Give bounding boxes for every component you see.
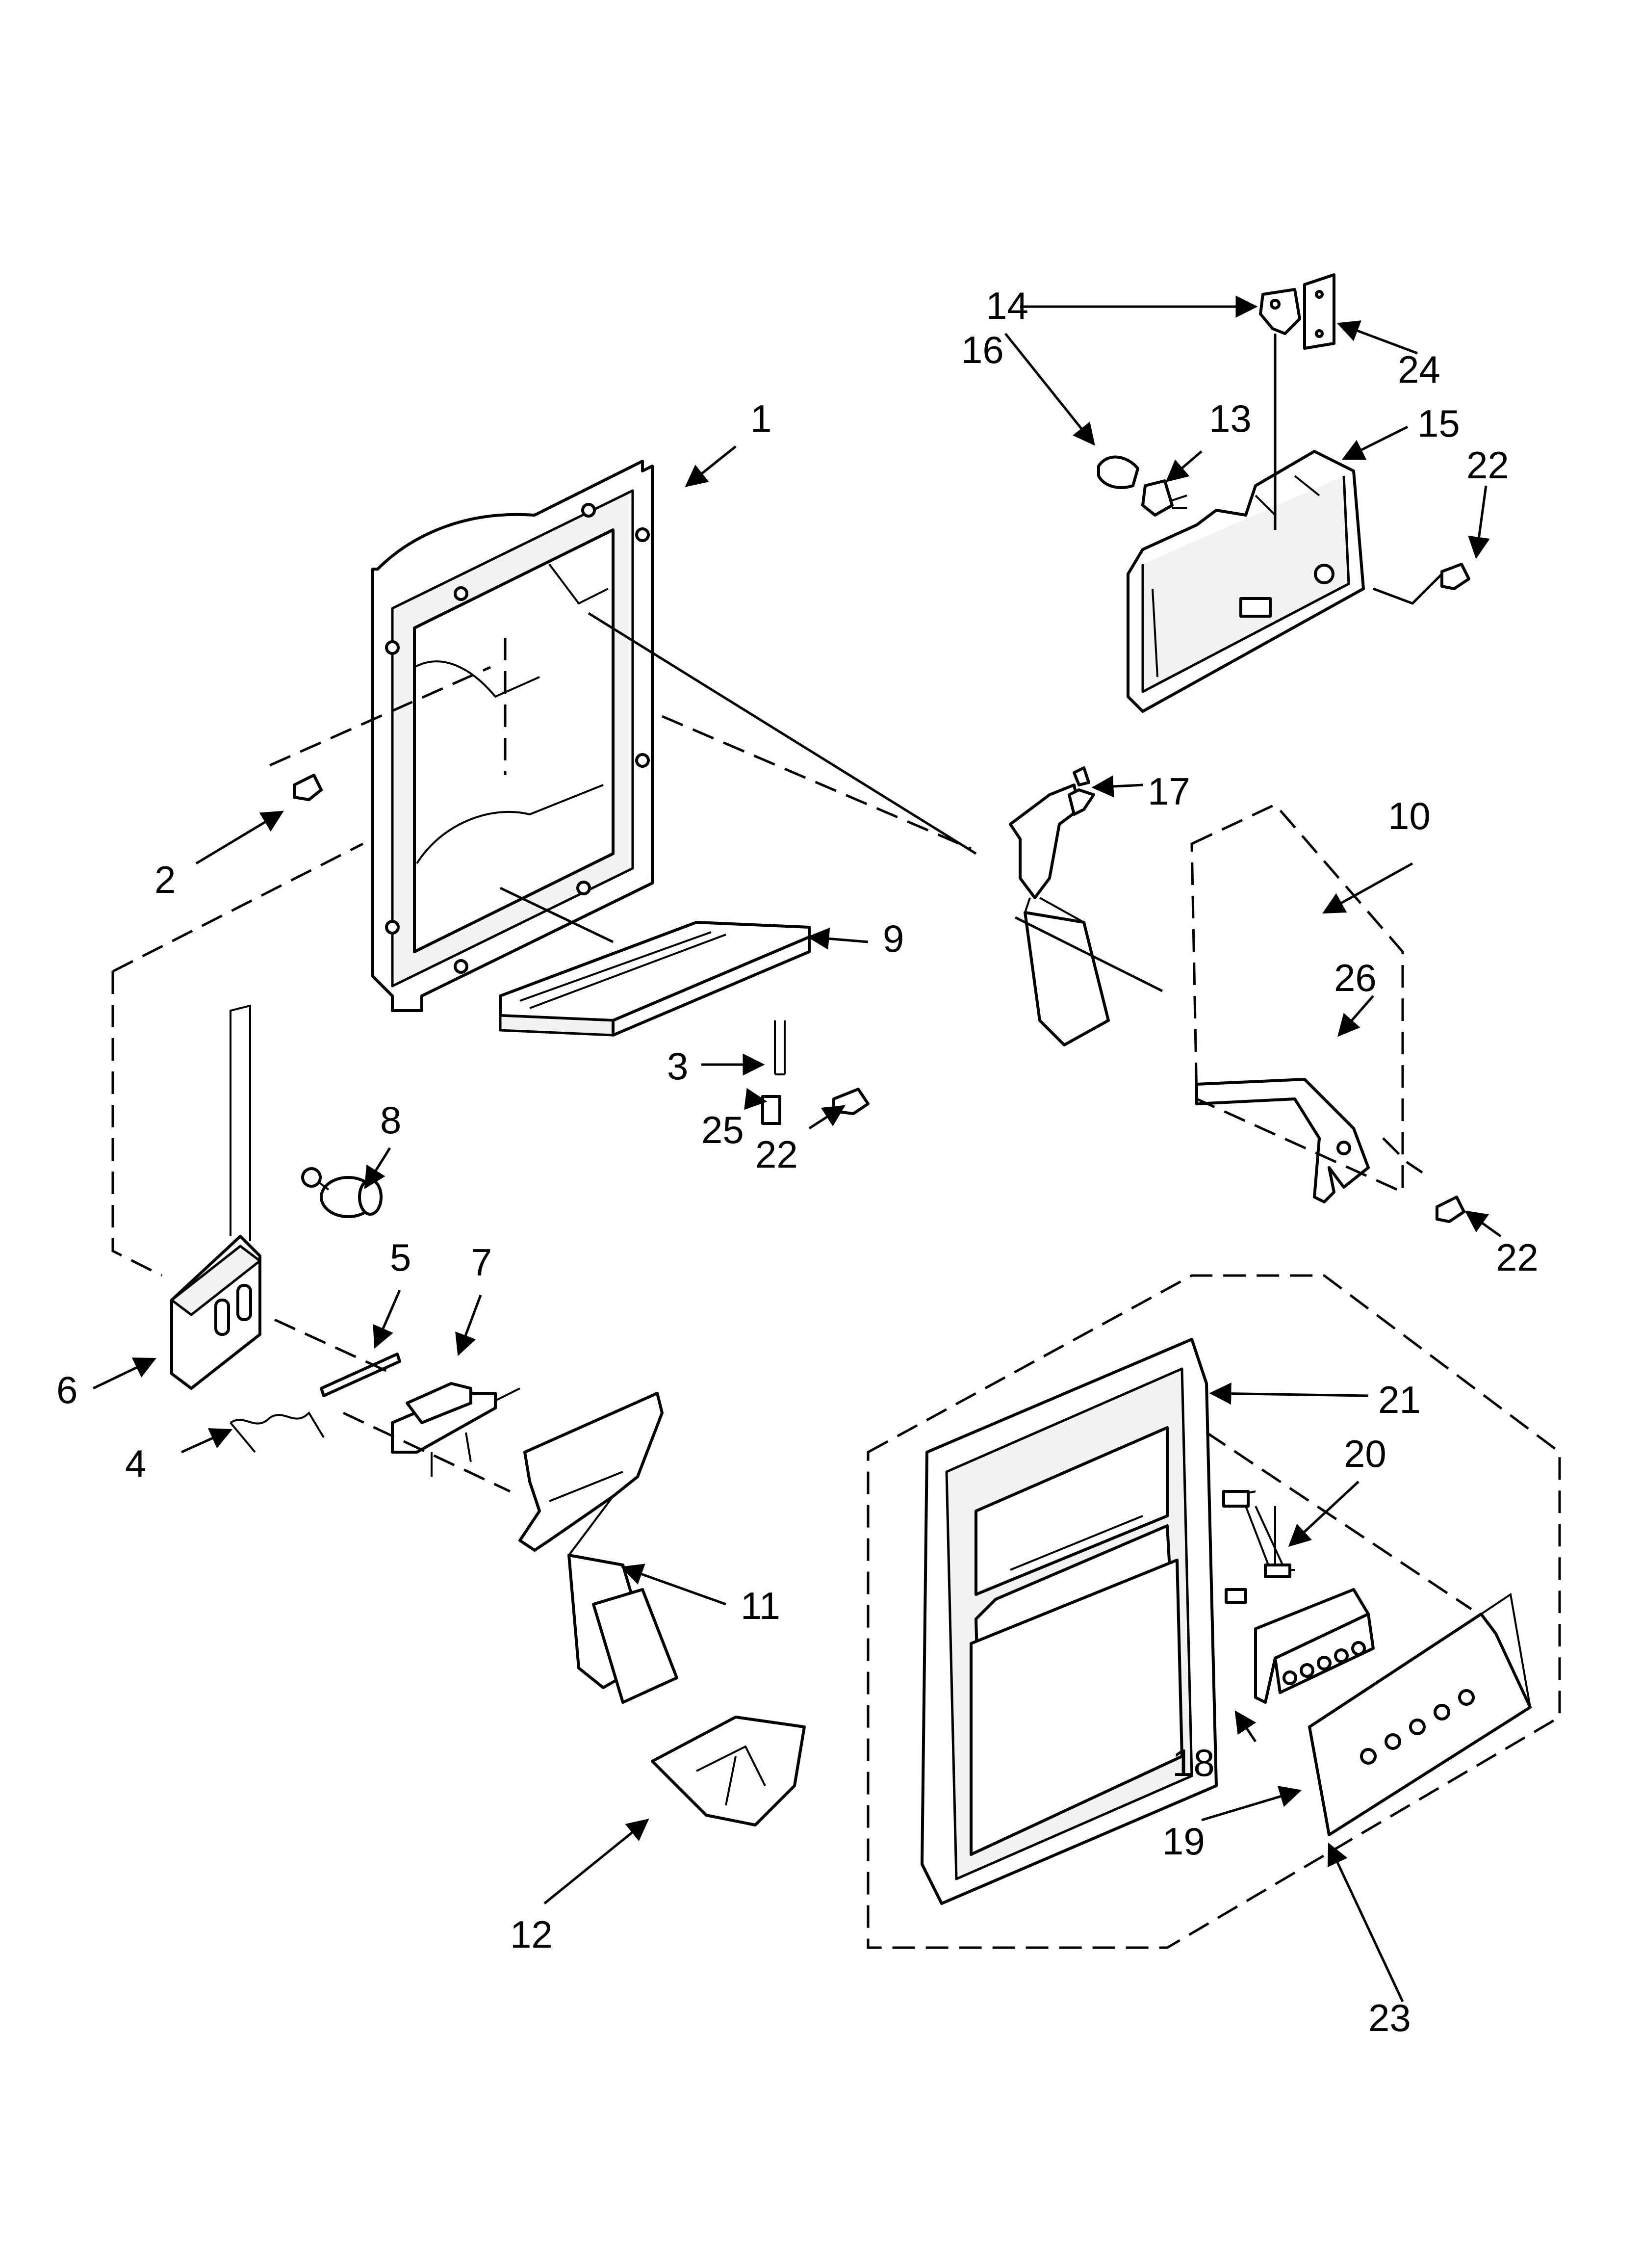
- clip-part: [774, 1020, 786, 1075]
- alignment-line: [274, 1318, 511, 1493]
- clip-insulator-part: [761, 1095, 781, 1125]
- callout-23: 23: [1368, 1996, 1411, 2039]
- callout-7: 7: [471, 1241, 492, 1284]
- screw-part-right: [1436, 1196, 1465, 1223]
- callout-24: 24: [1398, 348, 1440, 391]
- callout-5: 5: [390, 1236, 411, 1279]
- alignment-line: [269, 638, 507, 775]
- ice-guide-part: [651, 1716, 806, 1826]
- alignment-line: [1382, 1137, 1423, 1174]
- callout-22-tray: 22: [755, 1133, 798, 1176]
- solenoid-part: [301, 1167, 383, 1218]
- water-actuator-part: [518, 1392, 678, 1704]
- drip-tray-part: [499, 921, 811, 1037]
- callout-1: 1: [750, 397, 771, 440]
- callout-14: 14: [986, 284, 1028, 327]
- chute-lever-part: [1195, 1078, 1370, 1203]
- callout-6: 6: [56, 1368, 77, 1411]
- alignment-line: [662, 715, 972, 850]
- lamp-bulb-part: [1097, 455, 1139, 489]
- screw-part-left: [293, 774, 323, 801]
- screw-part-top: [1440, 563, 1470, 590]
- lamp-socket-part: [1141, 479, 1187, 517]
- callout-15: 15: [1417, 402, 1460, 445]
- callout-8: 8: [380, 1098, 401, 1142]
- callout-17: 17: [1148, 770, 1190, 813]
- callout-19: 19: [1162, 1820, 1205, 1863]
- callout-3: 3: [667, 1044, 688, 1088]
- hinge-assembly-part: [391, 1382, 520, 1477]
- callout-21: 21: [1378, 1378, 1421, 1421]
- spring-part: [230, 1411, 325, 1453]
- callout-12: 12: [510, 1913, 553, 1956]
- callout-26: 26: [1334, 956, 1377, 999]
- actuator-arm-part: [1009, 766, 1110, 1046]
- callout-11: 11: [741, 1584, 780, 1627]
- callout-10: 10: [1388, 794, 1431, 837]
- leader-lines: [92, 295, 1502, 2003]
- callout-labels: 1 2 3 4 5 6 7 8 9 10 11 12 13 14 15 16 1…: [56, 284, 1539, 2039]
- callout-4: 4: [125, 1442, 146, 1485]
- callout-25: 25: [701, 1108, 744, 1151]
- housing-mount-hole: [385, 503, 650, 974]
- assembly-10-outline: [1190, 803, 1404, 1194]
- panel-button: [1360, 1689, 1475, 1765]
- callout-22-top: 22: [1466, 443, 1509, 487]
- control-box-part: [170, 1004, 261, 1390]
- alignment-line: [111, 842, 364, 1277]
- wire-harness-part: [1222, 1490, 1295, 1604]
- callout-16: 16: [961, 328, 1004, 371]
- alignment-line: [1206, 1431, 1472, 1611]
- facade-part: [921, 1338, 1218, 1905]
- micro-switch-part: [1259, 288, 1301, 335]
- pivot-rod-part: [320, 1353, 401, 1397]
- callout-20: 20: [1344, 1432, 1386, 1475]
- control-board-part: [1254, 1588, 1375, 1704]
- callout-2: 2: [154, 858, 176, 901]
- callout-22-right: 22: [1496, 1236, 1539, 1279]
- callout-18: 18: [1172, 1741, 1215, 1784]
- callout-9: 9: [883, 917, 904, 960]
- board-button: [1283, 1641, 1366, 1685]
- callout-13: 13: [1209, 397, 1252, 440]
- dispenser-housing-part: [371, 460, 654, 1012]
- control-panel-part: [1308, 1592, 1532, 1836]
- switch-insulator-part: [1303, 273, 1335, 350]
- switch-bracket-part: [1127, 450, 1365, 713]
- alignment-line: [499, 573, 1443, 992]
